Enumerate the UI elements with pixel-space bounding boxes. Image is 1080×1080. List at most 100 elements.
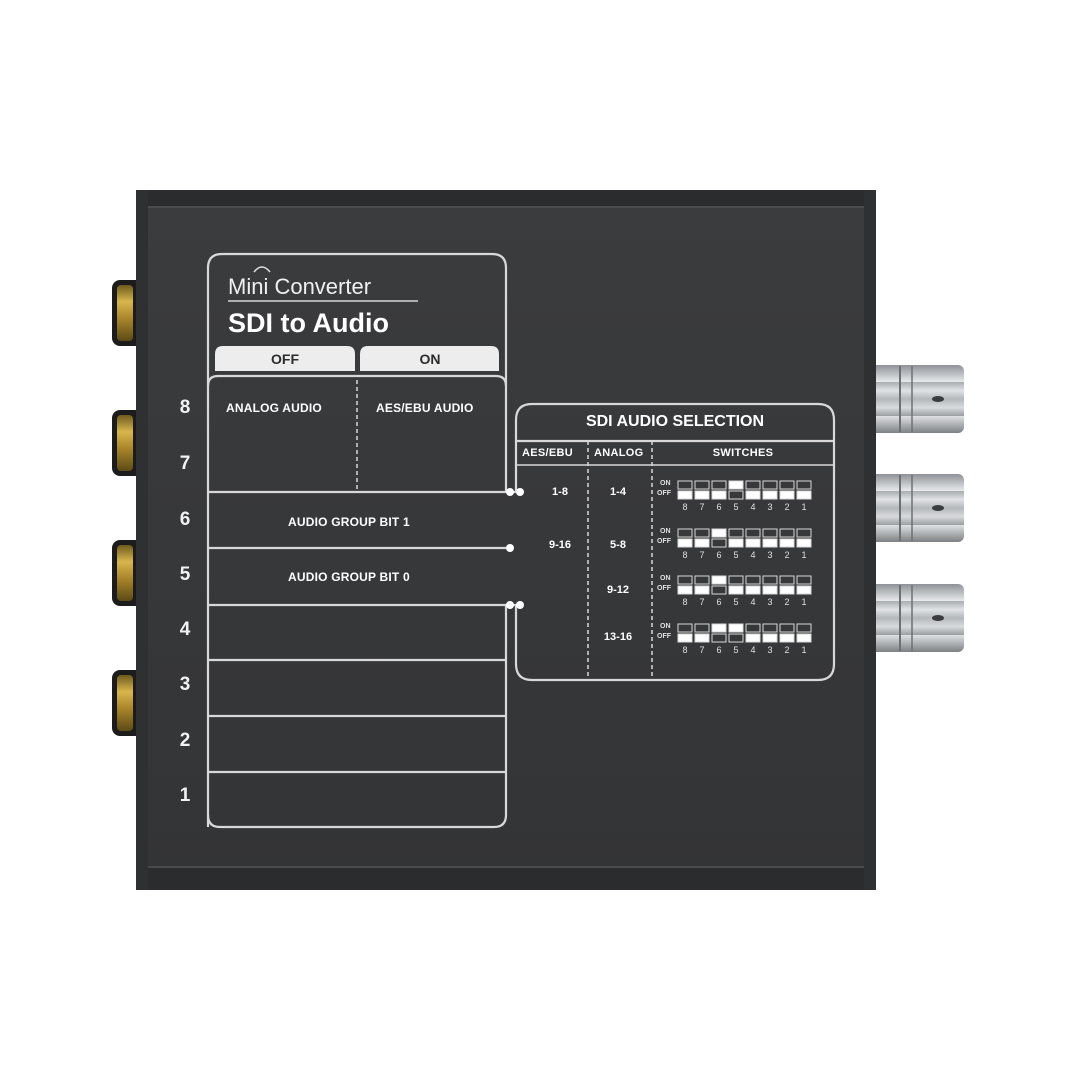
dip-switch-7-on-slot: [694, 528, 710, 538]
dip-switch-2-off-slot: [779, 538, 795, 548]
logo-arc-icon: [253, 266, 271, 273]
dip-switch-number: 6: [716, 550, 722, 560]
dip-switch-4-off-slot: [745, 585, 761, 595]
label-panel: [206, 252, 508, 829]
dip-switch-1-on-slot: [796, 480, 812, 490]
selection-table-outline: [506, 402, 836, 682]
dip-switch-6-off-slot: [711, 633, 727, 643]
switch-number-4: 4: [179, 619, 191, 640]
dip-switch-number: 5: [733, 597, 739, 607]
dip-switch-number: 1: [801, 597, 807, 607]
dip-switch-number: 7: [699, 597, 705, 607]
product-name: SDI to Audio: [228, 308, 389, 338]
dip-switch-8-on-slot: [677, 480, 693, 490]
dip-switch-number: 3: [767, 502, 773, 512]
option-aes-ebu-audio: AES/EBU AUDIO: [376, 401, 474, 415]
dip-switch-6-on-slot: [711, 575, 727, 585]
switch-number-1: 1: [179, 785, 191, 806]
dip-switch-5-on-slot: [728, 623, 744, 633]
dip-switch-4-on-slot: [745, 528, 761, 538]
switch-number-2: 2: [179, 730, 191, 751]
audio-group-bit-0-label: AUDIO GROUP BIT 0: [288, 570, 410, 584]
dip-switch-1-off-slot: [796, 538, 812, 548]
dip-switch-1-on-slot: [796, 575, 812, 585]
switch-number-5: 5: [179, 564, 191, 585]
dip-switch-number: 5: [733, 502, 739, 512]
column-switches: SWITCHES: [712, 447, 774, 459]
row3-analog: 9-12: [606, 584, 630, 596]
dip-switch-6-off-slot: [711, 585, 727, 595]
dip-switch-5-off-slot: [728, 633, 744, 643]
dip-switch-number: 2: [784, 550, 790, 560]
dip-switch-4-off-slot: [745, 490, 761, 500]
dip-switch-2-on-slot: [779, 575, 795, 585]
dip-switch-2-on-slot: [779, 528, 795, 538]
dip-switch-number: 3: [767, 645, 773, 655]
selection-table-title: SDI AUDIO SELECTION: [585, 413, 765, 430]
dip-switch-number: 2: [784, 597, 790, 607]
row2-aes: 9-16: [548, 539, 572, 551]
switch-number-8: 8: [179, 397, 191, 418]
dip-switch-2-on-slot: [779, 480, 795, 490]
dip-switch-3-on-slot: [762, 480, 778, 490]
dip-switch-3-off-slot: [762, 585, 778, 595]
bnc-connectors: [868, 365, 964, 652]
dip-switch-8-off-slot: [677, 538, 693, 548]
bnc-connector-icon[interactable]: [868, 474, 964, 542]
dip-switch-2-off-slot: [779, 490, 795, 500]
dip-switch-5-off-slot: [728, 585, 744, 595]
row1-analog: 1-4: [610, 486, 626, 498]
dip-switch-4-on-slot: [745, 480, 761, 490]
dip-switch-number: 3: [767, 550, 773, 560]
bnc-connector-icon[interactable]: [868, 365, 964, 433]
dip-switch-number: 3: [767, 597, 773, 607]
bnc-connector-icon[interactable]: [868, 584, 964, 652]
dip-switch-6-on-slot: [711, 480, 727, 490]
switch-header-off: OFF: [271, 351, 299, 367]
dip-switch-1-off-slot: [796, 585, 812, 595]
connector-dot-icon: [516, 488, 524, 496]
dip-switch-7-on-slot: [694, 623, 710, 633]
dip-switch-number: 5: [733, 550, 739, 560]
dip-switch-2-off-slot: [779, 585, 795, 595]
dip-switch-diagrams: [677, 480, 812, 643]
connector-dot-icon: [506, 601, 514, 609]
dip-switch-8-on-slot: [677, 528, 693, 538]
dip-switch-number: 4: [750, 502, 756, 512]
dip-switch-2-on-slot: [779, 623, 795, 633]
dip-off-label: OFF: [657, 633, 671, 640]
dip-switch-1-off-slot: [796, 490, 812, 500]
dip-switch-number: 2: [784, 645, 790, 655]
dip-switch-6-on-slot: [711, 623, 727, 633]
dip-switch-number: 4: [750, 645, 756, 655]
dip-switch-3-off-slot: [762, 633, 778, 643]
dip-off-label: OFF: [657, 538, 671, 545]
dip-switch-number: 8: [682, 550, 688, 560]
dip-switch-icon: [677, 575, 812, 595]
dip-switch-number: 6: [716, 645, 722, 655]
brand-line: Mini Converter: [228, 274, 372, 299]
dip-switch-3-off-slot: [762, 490, 778, 500]
option-analog-audio: ANALOG AUDIO: [226, 401, 322, 415]
row4-analog: 13-16: [603, 631, 633, 643]
dip-switch-number: 2: [784, 502, 790, 512]
dip-switch-7-off-slot: [694, 585, 710, 595]
switch-header-tabs: [215, 346, 499, 371]
dip-switch-number: 4: [750, 597, 756, 607]
dip-switch-6-on-slot: [711, 528, 727, 538]
column-aes-ebu: AES/EBU: [522, 447, 573, 459]
dip-on-label: ON: [660, 480, 671, 487]
dip-switch-7-off-slot: [694, 538, 710, 548]
dip-switch-8-on-slot: [677, 575, 693, 585]
dip-switch-5-off-slot: [728, 490, 744, 500]
dip-switch-number: 7: [699, 645, 705, 655]
dip-switch-1-on-slot: [796, 528, 812, 538]
dip-switch-7-on-slot: [694, 575, 710, 585]
dip-switch-7-off-slot: [694, 490, 710, 500]
dip-switch-4-on-slot: [745, 575, 761, 585]
dip-off-label: OFF: [657, 490, 671, 497]
dip-switch-1-on-slot: [796, 623, 812, 633]
dip-switch-5-off-slot: [728, 538, 744, 548]
